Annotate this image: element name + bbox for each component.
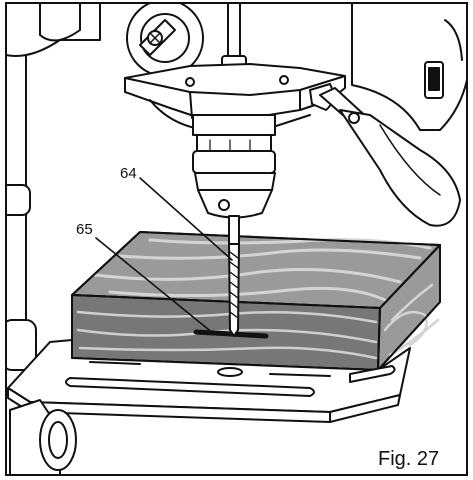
table-clamp	[9, 399, 77, 475]
figure-caption: Fig. 27	[378, 448, 439, 470]
power-switch-icon	[424, 61, 444, 99]
drill-bit	[228, 215, 240, 337]
depth-lock-knob	[126, 3, 204, 77]
chuck	[192, 114, 276, 219]
feed-handle	[309, 83, 461, 227]
workpiece	[71, 231, 441, 371]
callout-64: 64	[120, 165, 137, 182]
figure-frame	[5, 2, 468, 476]
callout-65: 65	[76, 221, 93, 238]
column	[6, 3, 37, 475]
drill-table	[7, 339, 411, 423]
callout-leaders	[95, 177, 233, 335]
